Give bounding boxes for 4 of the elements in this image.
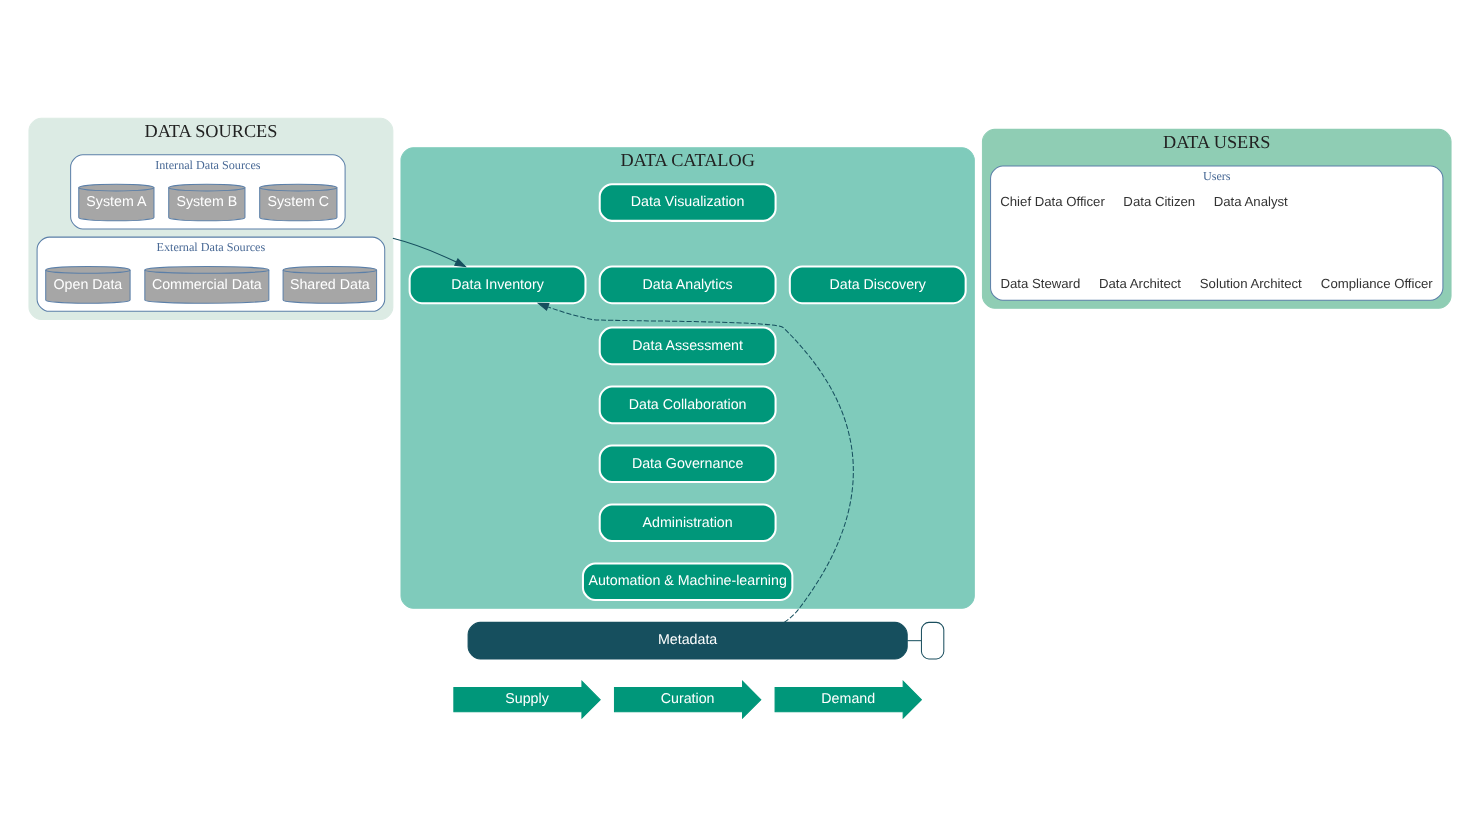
arrow: [536, 302, 854, 623]
connector: [906, 640, 922, 642]
node-box: [920, 621, 945, 660]
arrow: [392, 237, 467, 268]
